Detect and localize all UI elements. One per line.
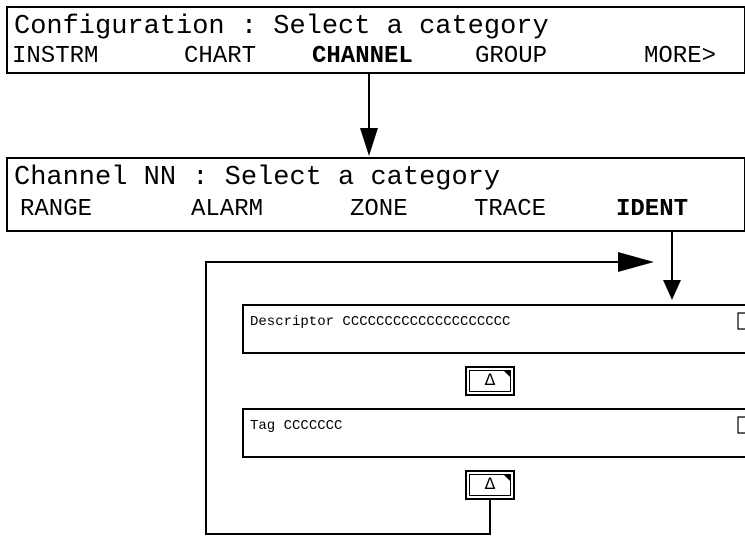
softkey-trace[interactable]: TRACE	[474, 196, 547, 223]
document-icon	[737, 416, 745, 434]
descriptor-text: Descriptor CCCCCCCCCCCCCCCCCCCC	[250, 314, 511, 330]
config-title: Configuration : Select a category	[14, 12, 549, 42]
tag-text: Tag CCCCCCC	[250, 418, 343, 434]
softkey-zone[interactable]: ZONE	[350, 196, 408, 223]
softkey-more[interactable]: MORE>	[644, 43, 717, 70]
tag-field[interactable]: Tag CCCCCCC	[242, 408, 745, 458]
arrow-head	[360, 128, 378, 156]
channel-title: Channel NN : Select a category	[14, 163, 501, 193]
document-icon	[737, 312, 745, 330]
softkey-group[interactable]: GROUP	[475, 43, 548, 70]
softkey-chart[interactable]: CHART	[184, 43, 257, 70]
softkey-ident[interactable]: IDENT	[616, 196, 689, 223]
config-screen: Configuration : Select a category INSTRM…	[6, 6, 745, 74]
corner-mark-icon	[503, 370, 511, 378]
arrow-head	[663, 280, 681, 300]
corner-mark-icon	[503, 474, 511, 482]
loop-line	[205, 261, 640, 535]
softkey-alarm[interactable]: ALARM	[191, 196, 264, 223]
arrow-head	[618, 252, 654, 272]
up-key[interactable]: Δ	[465, 366, 515, 396]
channel-screen: Channel NN : Select a category RANGE ALA…	[6, 157, 745, 232]
up-key[interactable]: Δ	[465, 470, 515, 500]
descriptor-field[interactable]: Descriptor CCCCCCCCCCCCCCCCCCCC	[242, 304, 745, 354]
softkey-instrm[interactable]: INSTRM	[12, 43, 99, 70]
softkey-range[interactable]: RANGE	[20, 196, 93, 223]
softkey-channel[interactable]: CHANNEL	[312, 43, 413, 70]
